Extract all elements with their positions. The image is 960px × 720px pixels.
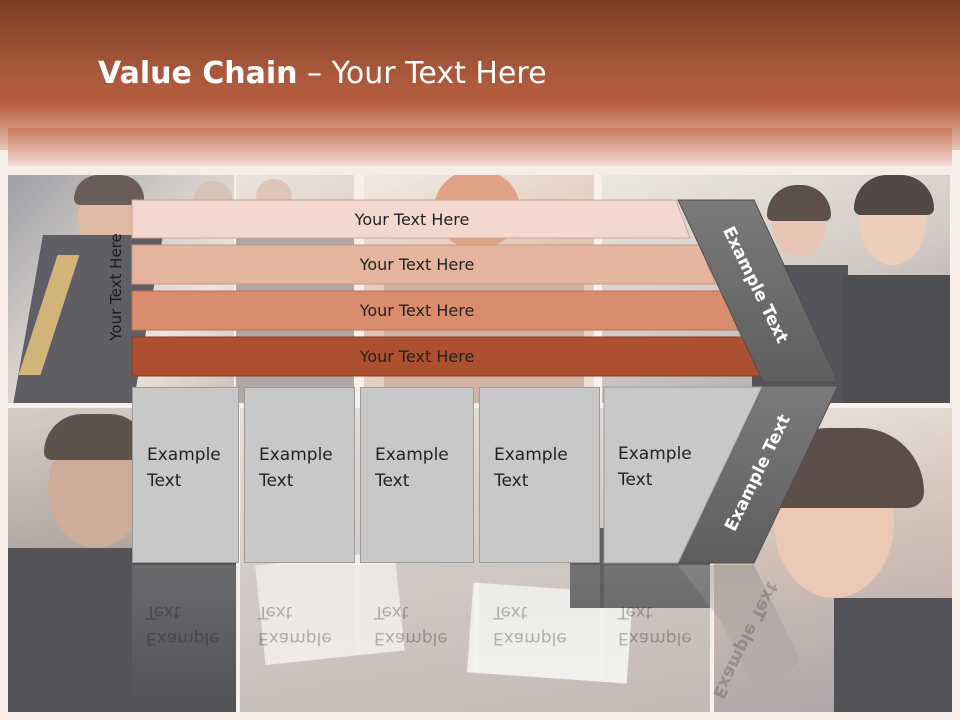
title-banner bbox=[0, 0, 960, 150]
block-3-line2: Text bbox=[375, 471, 410, 491]
block-1-line1: Example bbox=[147, 445, 221, 465]
band-2: Your Text Here bbox=[132, 245, 702, 284]
block-1-line2: Text bbox=[147, 471, 182, 491]
banner-strip bbox=[8, 128, 952, 166]
band-4-label: Your Text Here bbox=[359, 347, 475, 366]
title-bold: Value Chain bbox=[98, 56, 298, 91]
chevron-upper bbox=[677, 199, 839, 383]
block-2-line2: Text bbox=[259, 471, 294, 491]
band-4: Your Text Here bbox=[132, 337, 702, 376]
band-shape-3 bbox=[131, 290, 739, 331]
block-2-line1: Example bbox=[259, 445, 333, 465]
title-rest: – Your Text Here bbox=[297, 56, 547, 91]
block-5-shape bbox=[603, 386, 763, 564]
block-4-line1: Example bbox=[494, 445, 568, 465]
band-1: Your Text Here bbox=[132, 200, 692, 238]
block-5-line2: Text bbox=[618, 470, 653, 490]
block-4-line2: Text bbox=[494, 471, 529, 491]
block-3-line1: Example bbox=[375, 445, 449, 465]
band-2-label: Your Text Here bbox=[359, 255, 475, 274]
chevron-reflection bbox=[678, 565, 800, 700]
band-3-label: Your Text Here bbox=[359, 301, 475, 320]
block-5-line1: Example bbox=[618, 444, 692, 464]
band-shape-2 bbox=[131, 244, 716, 285]
band-shape-1 bbox=[131, 199, 691, 239]
band-3: Your Text Here bbox=[132, 291, 702, 330]
slide-title: Value Chain – Your Text Here bbox=[98, 56, 547, 91]
band-1-label: Your Text Here bbox=[354, 209, 470, 229]
